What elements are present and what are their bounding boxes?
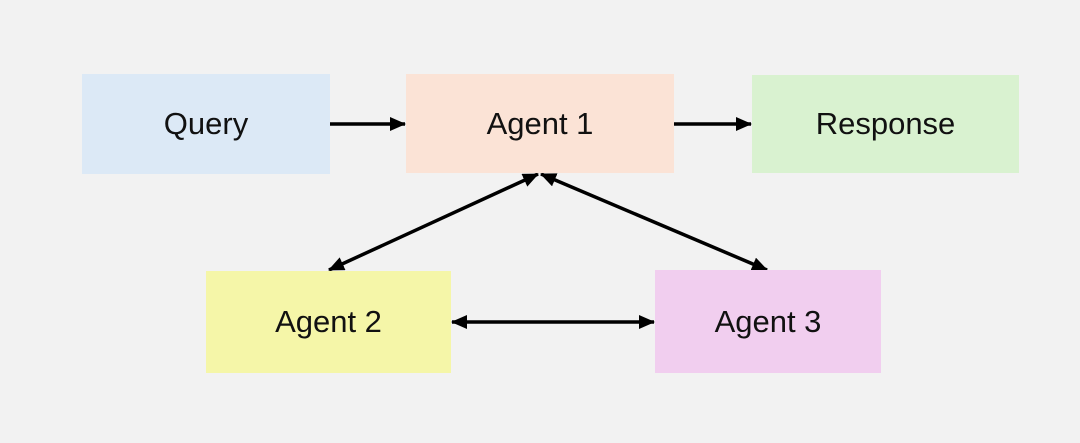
edge-agent1-agent2 — [328, 172, 539, 272]
response-node: Response — [752, 75, 1019, 173]
query-label: Query — [163, 106, 249, 141]
edge-agent1-agent3 — [540, 172, 768, 272]
agent-2-node: Agent 2 — [206, 271, 451, 373]
agent-3-label: Agent 3 — [714, 303, 822, 339]
agent-3-node: Agent 3 — [655, 270, 881, 373]
agent-1-node: Agent 1 — [406, 74, 674, 173]
query-node: Query — [82, 74, 330, 174]
agent-2-label: Agent 2 — [275, 304, 382, 339]
agent-1-label: Agent 1 — [486, 105, 594, 141]
response-label: Response — [815, 106, 956, 141]
